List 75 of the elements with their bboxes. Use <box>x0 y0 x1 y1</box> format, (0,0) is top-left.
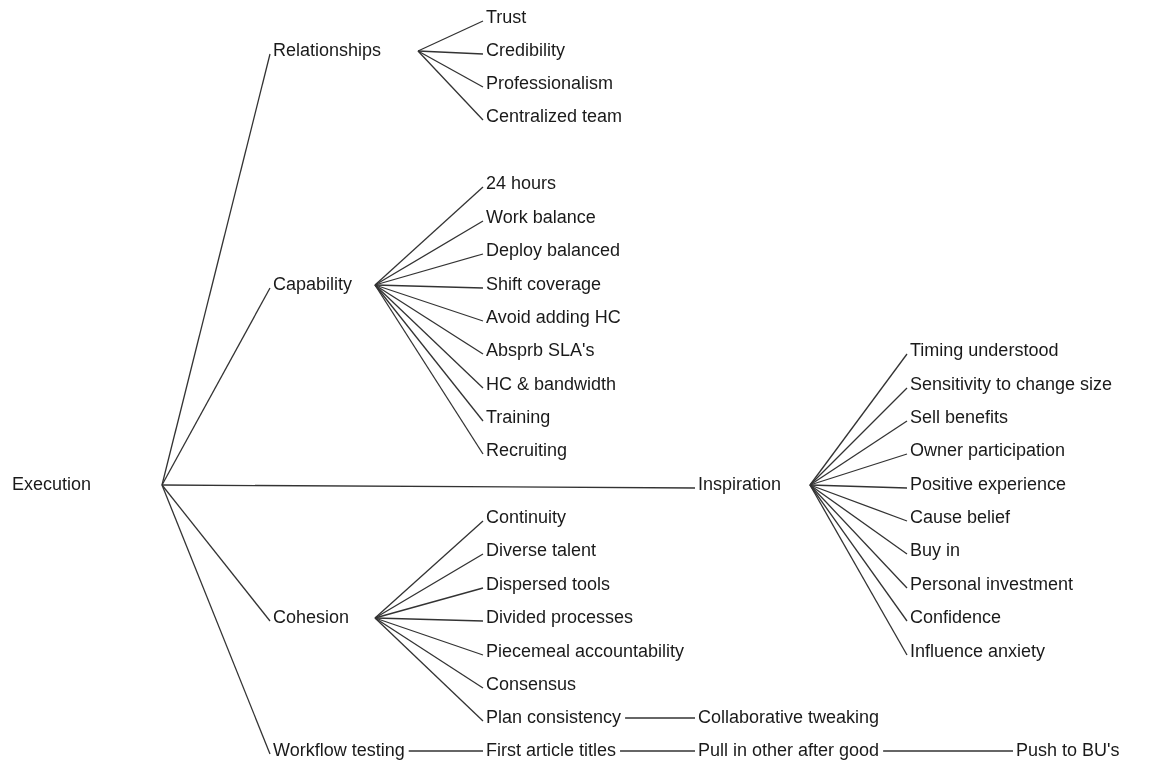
node-label: Relationships <box>273 39 382 61</box>
connector-line <box>161 484 696 489</box>
connector-line <box>809 353 908 486</box>
connector-line <box>374 617 484 656</box>
node-label: Dispersed tools <box>486 573 611 595</box>
connector-line <box>374 284 484 389</box>
connector-line <box>809 484 908 489</box>
connector-line <box>374 284 484 322</box>
connector-line <box>417 20 484 52</box>
node-label: Pull in other after good <box>698 739 880 761</box>
connector-line <box>161 484 271 755</box>
connector-line <box>161 287 271 486</box>
node-label: Credibility <box>486 39 566 61</box>
node-label: Shift coverage <box>486 273 602 295</box>
connector-line <box>417 50 484 55</box>
connector-line <box>374 186 484 286</box>
node-label: Collaborative tweaking <box>698 706 880 728</box>
node-label: Sell benefits <box>910 406 1009 428</box>
node-label: Trust <box>486 6 527 28</box>
node-label: Work balance <box>486 206 596 228</box>
connector-line <box>809 484 908 522</box>
node-label: 24 hours <box>486 172 557 194</box>
node-label: Recruiting <box>486 439 568 461</box>
node-label: Piecemeal accountability <box>486 640 685 662</box>
connector-line <box>882 750 1014 752</box>
node-label: Centralized team <box>486 105 623 127</box>
node-label: First article titles <box>486 739 617 761</box>
node-label: Cause belief <box>910 506 1011 528</box>
node-label: Confidence <box>910 606 1002 628</box>
node-label: Plan consistency <box>486 706 622 728</box>
connector-line <box>374 284 484 289</box>
node-label: Cohesion <box>273 606 350 628</box>
node-label: Absprb SLA's <box>486 339 595 361</box>
connector-line <box>374 553 484 619</box>
connector-line <box>408 750 484 752</box>
connector-line <box>417 50 484 88</box>
node-label: Training <box>486 406 551 428</box>
node-label: Timing understood <box>910 339 1059 361</box>
node-label: Execution <box>12 473 92 495</box>
connector-line <box>374 284 484 355</box>
node-label: HC & bandwidth <box>486 373 617 395</box>
connector-line <box>161 484 271 622</box>
connector-line <box>374 617 484 622</box>
node-label: Avoid adding HC <box>486 306 621 328</box>
connector-line <box>624 717 696 719</box>
node-label: Sensitivity to change size <box>910 373 1113 395</box>
connector-line <box>619 750 696 752</box>
connector-line <box>374 520 484 619</box>
connector-line <box>374 220 484 286</box>
node-label: Capability <box>273 273 353 295</box>
node-label: Diverse talent <box>486 539 597 561</box>
node-label: Workflow testing <box>273 739 405 761</box>
node-label: Inspiration <box>698 473 782 495</box>
node-label: Divided processes <box>486 606 634 628</box>
node-label: Influence anxiety <box>910 640 1046 662</box>
connector-line <box>809 484 908 622</box>
node-label: Personal investment <box>910 573 1074 595</box>
connector-line <box>417 50 484 121</box>
node-label: Consensus <box>486 673 577 695</box>
node-label: Owner participation <box>910 439 1066 461</box>
node-label: Push to BU's <box>1016 739 1120 761</box>
connector-line <box>809 387 908 486</box>
connector-line <box>809 420 908 486</box>
connector-line <box>374 617 484 689</box>
connector-line <box>161 53 271 486</box>
node-label: Deploy balanced <box>486 239 621 261</box>
node-label: Buy in <box>910 539 961 561</box>
connector-line <box>374 284 484 422</box>
node-label: Positive experience <box>910 473 1067 495</box>
connector-line <box>374 617 484 722</box>
connector-line <box>809 484 908 555</box>
connector-line <box>374 284 484 455</box>
node-label: Professionalism <box>486 72 614 94</box>
connector-line <box>809 484 908 656</box>
node-label: Continuity <box>486 506 567 528</box>
